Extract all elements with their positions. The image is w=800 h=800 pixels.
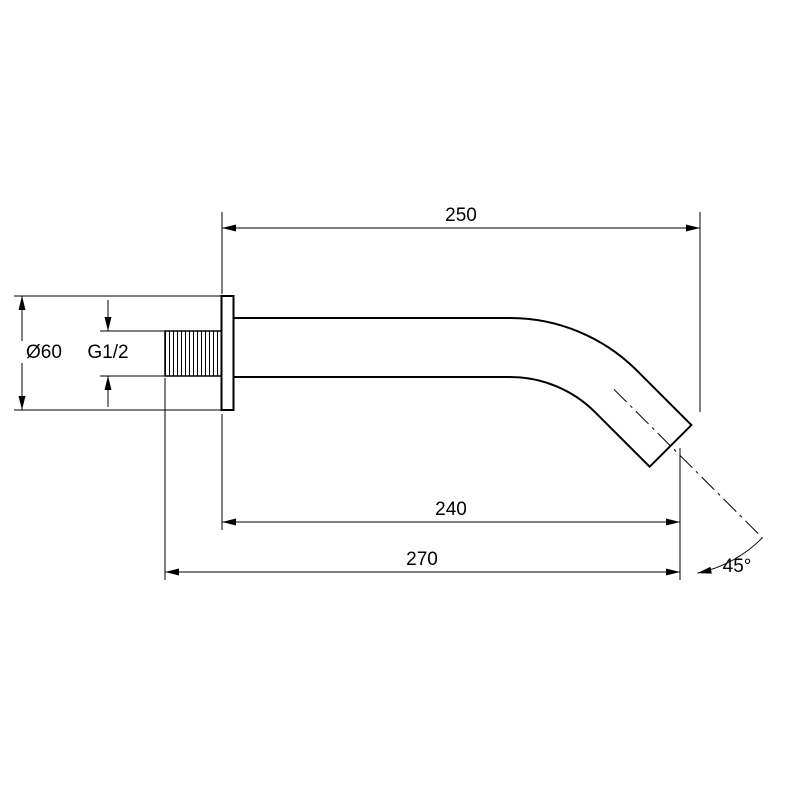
thread-stub	[164, 330, 223, 377]
wall-flange	[220, 295, 235, 411]
label-mask-thread	[82, 341, 134, 363]
spout-geometry	[164, 295, 763, 574]
dimension-label-d60: Ø60	[26, 342, 62, 363]
dimension-label-240: 240	[435, 499, 467, 520]
dimension-label-thread: G1/2	[87, 342, 128, 363]
dimension-lines	[18, 224, 700, 576]
dimension-label-45deg: 45°	[723, 556, 752, 577]
label-mask-d60	[18, 341, 70, 363]
spout-centerline	[613, 388, 763, 539]
angle-arc	[697, 537, 763, 574]
dimension-labels: 250 Ø60 G1/2 240 270 45°	[18, 205, 751, 577]
dimension-label-270: 270	[406, 549, 438, 570]
dimension-label-250: 250	[445, 205, 477, 226]
spout-body	[232, 317, 693, 469]
